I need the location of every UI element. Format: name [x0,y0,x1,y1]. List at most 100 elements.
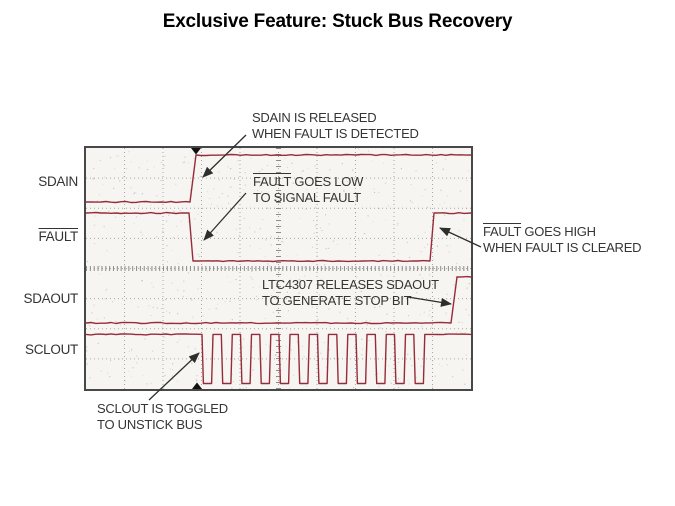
noise-dot [256,299,258,301]
noise-dot [470,330,471,332]
noise-dot [141,279,143,282]
noise-dot [446,195,449,197]
noise-dot [176,341,179,344]
noise-dot [303,356,305,358]
noise-dot [253,179,255,182]
noise-dot [93,242,96,245]
noise-dot [311,306,314,308]
noise-dot [271,279,273,281]
noise-dot [115,155,118,158]
noise-dot [435,162,438,164]
noise-dot [182,295,184,298]
noise-dot [415,376,418,379]
noise-dot [234,358,236,361]
noise-dot [320,279,322,281]
noise-dot [183,161,186,163]
noise-dot [358,148,360,150]
noise-dot [87,323,90,325]
noise-dot [227,166,229,168]
noise-dot [300,171,303,173]
noise-dot [378,254,381,257]
noise-dot [424,189,426,191]
noise-dot [286,255,289,257]
noise-dot [458,230,460,232]
noise-dot [132,367,134,369]
noise-dot [176,380,179,382]
noise-dot [213,188,215,190]
noise-dot [289,279,291,281]
noise-dot [374,306,376,308]
noise-dot [446,293,449,296]
noise-dot [276,355,278,358]
noise-dot [325,247,327,250]
noise-dot [458,321,460,323]
noise-dot [194,217,197,220]
noise-dot [234,178,236,181]
noise-dot [138,167,140,169]
noise-dot [151,350,154,352]
noise-dot [424,231,426,233]
noise-dot [187,221,190,223]
noise-dot [273,290,275,292]
noise-dot [397,386,400,389]
noise-dot [210,203,213,205]
noise-dot [466,179,468,182]
noise-dot [182,267,184,269]
noise-dot [98,194,100,196]
noise-dot [422,277,424,279]
noise-dot [286,326,288,329]
noise-dot [354,201,357,203]
noise-dot [396,224,399,226]
noise-dot [150,382,152,384]
noise-dot [336,243,339,246]
noise-dot [172,236,175,239]
noise-dot [188,162,190,164]
noise-dot [252,286,254,289]
noise-dot [199,175,202,178]
noise-dot [466,207,468,210]
noise-dot [146,168,148,171]
noise-dot [177,289,179,291]
noise-dot [468,314,470,316]
noise-dot [259,185,261,187]
noise-dot [113,167,116,170]
noise-dot [202,315,204,317]
noise-dot [296,341,298,343]
noise-dot [441,365,443,367]
noise-dot [133,193,135,195]
trace-sclout [86,333,471,385]
noise-dot [382,162,385,164]
noise-dot [175,183,177,185]
noise-dot [356,276,358,278]
noise-dot [361,338,363,340]
noise-dot [389,282,392,284]
noise-dot [302,170,304,172]
noise-dot [160,307,163,310]
noise-dot [215,307,217,310]
noise-dot [103,317,105,319]
noise-dot [278,312,280,315]
noise-dot [96,267,98,269]
noise-dot [416,292,418,294]
noise-dot [407,314,410,317]
noise-dot [292,374,295,377]
noise-dot [463,219,465,221]
noise-dot [387,205,390,207]
noise-dot [317,333,320,335]
noise-dot [86,363,88,365]
noise-dot [432,360,434,362]
noise-dot [378,386,380,388]
noise-dot [252,369,254,371]
noise-dot [270,243,273,246]
noise-dot [192,317,194,319]
noise-dot [337,207,340,210]
noise-dot [438,363,441,365]
noise-dot [259,170,261,173]
noise-dot [286,166,289,169]
noise-dot [444,158,447,160]
noise-dot [407,353,409,356]
noise-dot [93,167,95,170]
noise-dot [460,331,462,333]
noise-dot [103,225,105,228]
